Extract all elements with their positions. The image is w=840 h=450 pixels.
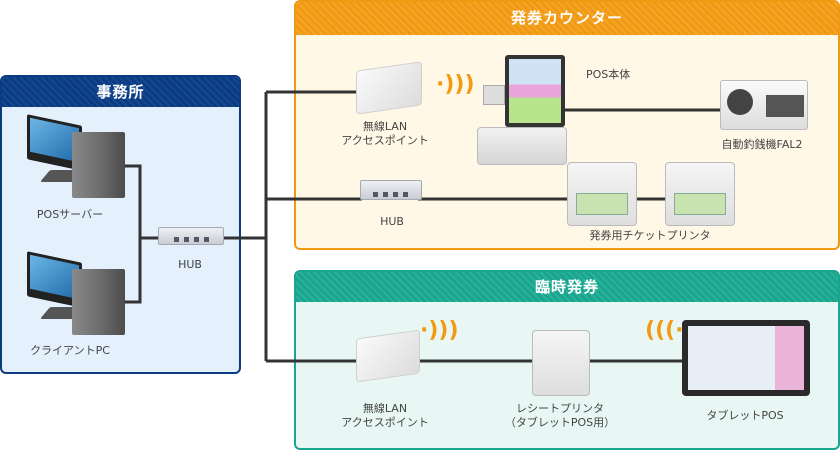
wifi-icon: ·))) [436,72,475,97]
ticket-printer-2 [665,162,735,226]
office-hub-label: HUB [178,258,202,271]
office-hub [158,227,224,245]
counter-title: 発券カウンター [296,2,838,35]
tablet-pos-label: タブレットPOS [706,409,784,422]
temp-access-point [356,329,420,383]
temp-title: 臨時発券 [296,272,838,302]
pos-server-label: POSサーバー [36,208,104,221]
ticket-printer-1 [567,162,637,226]
wifi-icon: ·))) [645,318,684,343]
wifi-icon: ·))) [420,318,459,343]
pos-main-label: POS本体 [586,68,631,81]
tablet-pos [682,320,810,396]
counter-hub [360,180,422,200]
client-pc [25,251,130,337]
pos-terminal [475,55,570,167]
change-machine-fal2 [720,80,808,130]
office-title: 事務所 [2,77,239,107]
counter-hub-label: HUB [380,215,404,228]
pos-server [25,114,130,200]
ticket-printer-label: 発券用チケットプリンタ [589,229,711,242]
client-pc-label: クライアントPC [30,344,110,357]
counter-access-point [356,61,422,115]
receipt-printer [532,330,590,396]
fal2-label: 自動釣銭機FAL2 [721,138,803,151]
receipt-printer-label: レシートプリンタ（タブレットPOS用） [504,402,616,429]
